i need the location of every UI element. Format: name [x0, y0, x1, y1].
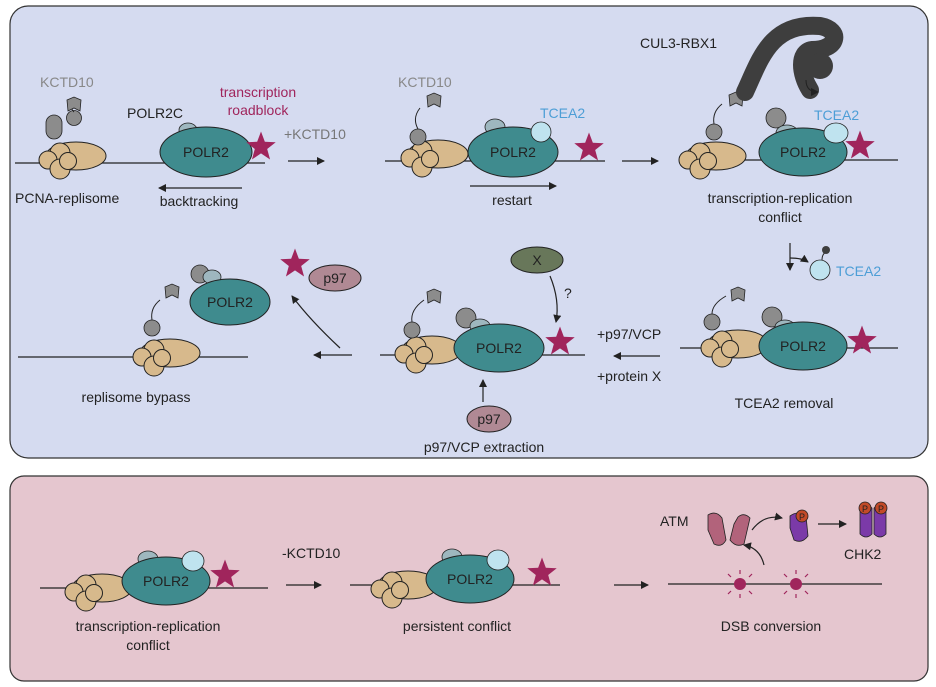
tcea2-label: TCEA2 [540, 105, 585, 121]
pcna-replisome-label: PCNA-replisome [15, 190, 119, 206]
dsb-site-2 [783, 570, 809, 598]
plus-p97-label: +p97/VCP [597, 326, 661, 342]
polr2-label: POLR2 [490, 144, 536, 160]
scene-trc-conflict: CUL3-RBX1 POLR2 TCEA2 transcription-repl… [640, 16, 898, 225]
trc-conflict-label-2: conflict [758, 209, 802, 225]
polr2-label: POLR2 [143, 573, 189, 589]
protein-x-label: X [532, 252, 542, 268]
polr2-label: POLR2 [183, 144, 229, 160]
atm-phosphorylated: P [789, 509, 809, 542]
persistent-conflict-label: persistent conflict [403, 618, 511, 634]
phospho-label-3: P [878, 504, 884, 514]
dsb-site-1 [727, 570, 753, 598]
trc-conflict-label-1: transcription-replication [76, 618, 221, 634]
p97-label: p97 [323, 270, 347, 286]
scene-dsb-conversion: ATM P P P CHK2 DSB conversion [660, 501, 888, 634]
plus-protein-x-label: +protein X [597, 368, 662, 384]
scene-restart: KCTD10 POLR2 TCEA2 restart [385, 74, 605, 208]
phospho-label-1: P [799, 512, 805, 522]
chk2-dimer: P P [858, 501, 888, 538]
dsb-conversion-label: DSB conversion [721, 618, 821, 634]
replisome-bypass-label: replisome bypass [82, 389, 191, 405]
kctd10-label: KCTD10 [40, 74, 94, 90]
phospho-label-2: P [862, 504, 868, 514]
scene-tcea2-removal: POLR2 TCEA2 removal [680, 286, 898, 411]
roadblock-label-1: transcription [220, 84, 296, 100]
scene-replisome-bypass: POLR2 p97 replisome bypass [18, 248, 362, 405]
tcea2-label: TCEA2 [814, 107, 859, 123]
scene-p97-extraction: POLR2 X ? p97 p97/VCP extraction [380, 246, 585, 455]
scene-persistent-conflict: POLR2 persistent conflict [350, 548, 560, 634]
chk2-label: CHK2 [844, 546, 882, 562]
polr2-label: POLR2 [207, 294, 253, 310]
p97-extraction-label: p97/VCP extraction [424, 439, 544, 455]
backtracking-label: backtracking [160, 193, 239, 209]
scene-backtracking: KCTD10 POLR2 POLR2C transcription roadbl… [15, 74, 296, 209]
kctd10-label: KCTD10 [398, 74, 452, 90]
p97-label: p97 [477, 411, 501, 427]
polr2-label: POLR2 [780, 338, 826, 354]
polr2-label: POLR2 [780, 144, 826, 160]
top-panel [9, 5, 929, 459]
atm-label: ATM [660, 513, 689, 529]
polr2-label: POLR2 [476, 340, 522, 356]
polr2c-label: POLR2C [127, 105, 183, 121]
tcea2-removal-label: TCEA2 removal [735, 395, 834, 411]
polr2-label: POLR2 [447, 571, 493, 587]
tcea2-released-label: TCEA2 [836, 263, 881, 279]
trc-conflict-label-2: conflict [126, 637, 170, 653]
plus-kctd10-label: +KCTD10 [284, 126, 346, 142]
tcea2-release: TCEA2 [786, 243, 881, 281]
restart-label: restart [492, 192, 532, 208]
scene-trc-conflict-bottom: POLR2 transcription-replication conflict [40, 550, 268, 653]
minus-kctd10-label: -KCTD10 [282, 545, 341, 561]
trc-conflict-label-1: transcription-replication [708, 190, 853, 206]
question-mark: ? [564, 285, 572, 301]
atm-protein [707, 512, 751, 546]
cul3-rbx1-label: CUL3-RBX1 [640, 35, 717, 51]
roadblock-label-2: roadblock [228, 102, 290, 118]
